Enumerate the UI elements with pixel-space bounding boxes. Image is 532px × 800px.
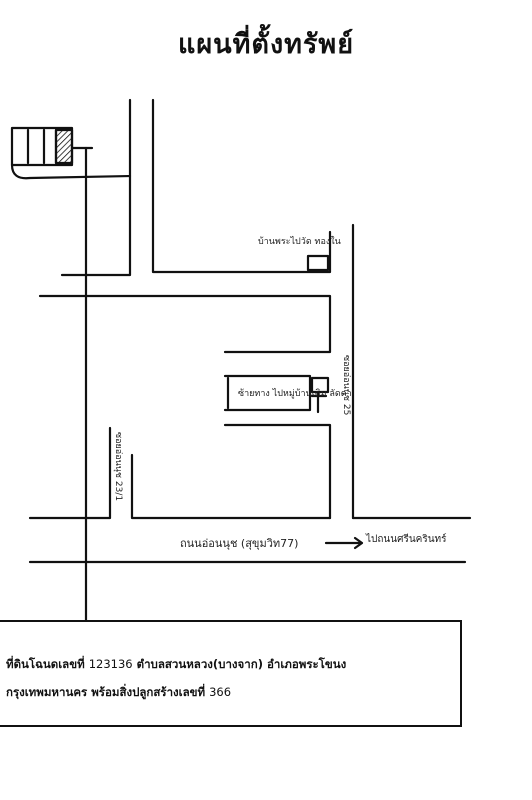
svg-text:บ้านพระไปวัด ทองใน: บ้านพระไปวัด ทองใน bbox=[258, 236, 341, 247]
svg-text:ถนนอ่อนนุช (สุขุมวิท77): ถนนอ่อนนุช (สุขุมวิท77) bbox=[180, 537, 298, 550]
province-text: กรุงเทพมหานคร พร้อมสิ่งปลูกสร้างเลขที่ bbox=[6, 685, 206, 699]
label-alley-23-1: ซอยอ่อนนุช 23/1 bbox=[113, 432, 123, 501]
label-branch-pao: ซ้ายทาง ไปหมู่บ้านเดิม ลัดดา bbox=[238, 388, 352, 399]
street-left-edge bbox=[60, 174, 132, 277]
inner-branch bbox=[223, 374, 312, 412]
soi-23-1-right bbox=[130, 453, 332, 520]
building-number: 366 bbox=[209, 685, 232, 699]
label-direction: ไปถนนศรีนครินทร์ bbox=[365, 533, 447, 545]
deed-label: ที่ดินโฉนดเลขที่ bbox=[6, 657, 85, 671]
deed-number: 123136 bbox=[88, 657, 133, 671]
direction-arrow bbox=[324, 536, 364, 550]
svg-text:ซอยอ่อนนุช 23/1: ซอยอ่อนนุช 23/1 bbox=[113, 432, 123, 501]
street-right-edge bbox=[151, 98, 332, 274]
soi-23-1-left bbox=[28, 426, 112, 520]
soi-25-left bbox=[223, 423, 332, 520]
building-outline bbox=[10, 126, 74, 167]
house-marker bbox=[54, 128, 74, 165]
svg-text:ซอยอ่อนนุช 25: ซอยอ่อนนุช 25 bbox=[341, 355, 351, 415]
label-branch-road: บ้านพระไปวัด ทองใน bbox=[258, 236, 341, 247]
svg-text:ซ้ายทาง ไปหมู่บ้านเดิม ลัดดา: ซ้ายทาง ไปหมู่บ้านเดิม ลัดดา bbox=[238, 388, 352, 399]
label-alley-25: ซอยอ่อนนุช 25 bbox=[341, 355, 351, 415]
property-info-box: ที่ดินโฉนดเลขที่ 123136 ตำบลสวนหลวง(บางจ… bbox=[0, 620, 462, 727]
district-text: ตำบลสวนหลวง(บางจาก) อำเภอพระโขนง bbox=[136, 657, 347, 671]
info-line-1: ที่ดินโฉนดเลขที่ 123136 ตำบลสวนหลวง(บางจ… bbox=[6, 650, 460, 678]
road-1-top bbox=[38, 294, 332, 354]
page-title: แผนที่ตั้งทรัพย์ bbox=[177, 29, 355, 60]
info-line-2: กรุงเทพมหานคร พร้อมสิ่งปลูกสร้างเลขที่ 3… bbox=[6, 678, 460, 706]
svg-text:ไปถนนศรีนครินทร์: ไปถนนศรีนครินทร์ bbox=[365, 533, 447, 545]
lane-lower-edge bbox=[10, 98, 132, 180]
label-main-road: ถนนอ่อนนุช (สุขุมวิท77) bbox=[180, 537, 298, 550]
